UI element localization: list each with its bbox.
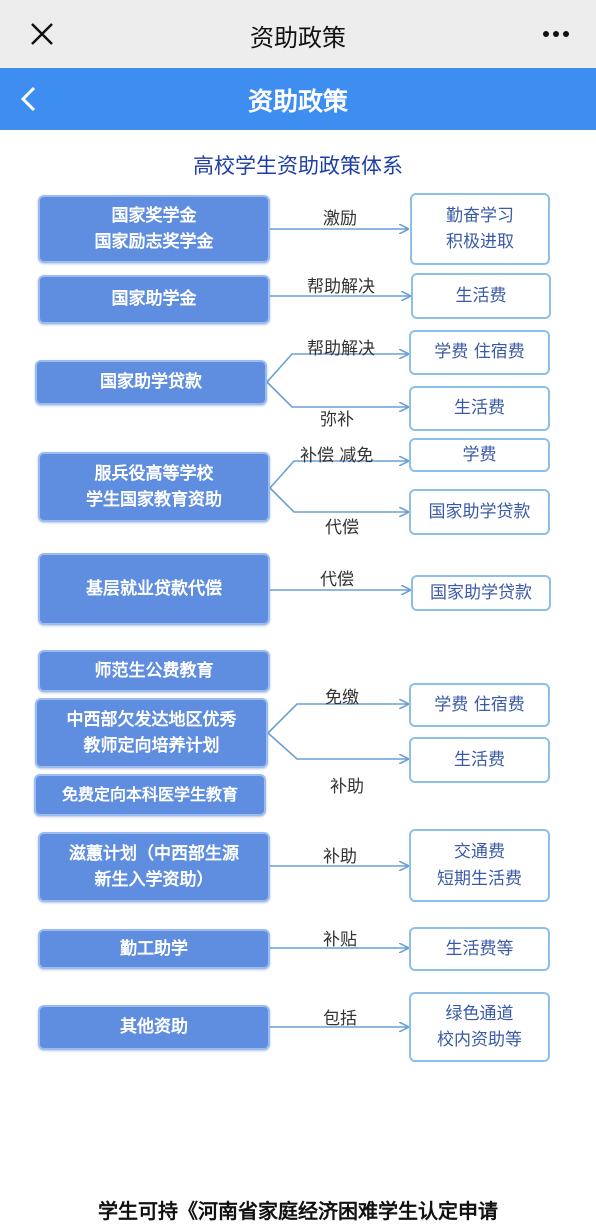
more-icon[interactable] [536,14,576,54]
benefit-box: 国家助学贷款 [411,575,551,611]
connector-label: 包括 [323,1009,357,1029]
connector-label: 帮助解决 [307,339,375,359]
connector-label: 补贴 [323,930,357,950]
benefit-box: 学费 住宿费 [409,330,550,375]
connector-label: 代偿 [320,570,354,590]
connector-line [269,461,408,489]
connector-label: 补助 [330,777,364,797]
policy-box: 服兵役高等学校 学生国家教育资助 [38,452,270,522]
page-title: 资助政策 [247,87,348,116]
policy-box: 国家助学贷款 [35,360,267,405]
policy-box: 基层就业贷款代偿 [38,553,270,625]
benefit-box: 生活费 [409,737,550,783]
benefit-box: 学费 住宿费 [409,683,550,727]
policy-box: 滋蕙计划（中西部生源 新生入学资助） [38,832,270,902]
policy-box: 国家奖学金 国家励志奖学金 [38,195,270,263]
nav-bar: 资助政策 [0,68,596,130]
connector-line [267,732,408,759]
connector-line [266,354,408,383]
benefit-box: 交通费 短期生活费 [409,829,550,902]
policy-box: 免费定向本科医学生教育 [34,774,266,816]
window-title: 资助政策 [250,24,346,52]
diagram-title: 高校学生资助政策体系 [193,154,403,178]
benefit-box: 勤奋学习 积极进取 [410,193,550,265]
connector-label: 激励 [323,209,357,229]
benefit-box: 学费 [409,438,550,472]
benefit-box: 绿色通道 校内资助等 [409,992,550,1062]
connector-label: 免缴 [325,688,359,708]
benefit-box: 生活费等 [409,927,550,971]
connector-line [267,704,408,734]
back-chevron-icon[interactable] [10,78,50,120]
connector-line [269,487,408,512]
close-icon[interactable] [22,14,62,54]
connector-label: 代偿 [325,518,359,538]
top-bar: 资助政策 [0,0,596,68]
connector-label: 弥补 [320,410,354,430]
policy-box: 勤工助学 [38,929,270,969]
benefit-box: 国家助学贷款 [409,489,550,535]
policy-box: 师范生公费教育 [38,650,270,692]
benefit-box: 生活费 [409,386,550,431]
policy-box: 国家助学金 [38,275,270,324]
connector-label: 补助 [323,847,357,867]
connector-label: 帮助解决 [307,277,375,297]
footer-text: 学生可持《河南省家庭经济困难学生认定申请 [98,1199,498,1223]
policy-box: 中西部欠发达地区优秀 教师定向培养计划 [35,698,268,768]
benefit-box: 生活费 [411,273,551,319]
connector-label: 补偿 减免 [300,446,374,466]
policy-box: 其他资助 [38,1005,270,1050]
connector-line [266,381,408,407]
